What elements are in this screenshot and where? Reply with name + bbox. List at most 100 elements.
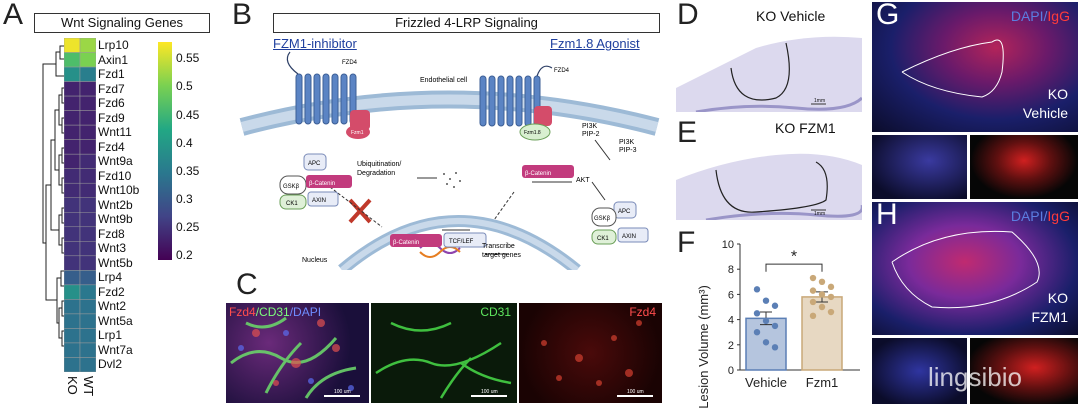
fzm1-group-line2: FZM1: [1031, 309, 1068, 325]
heatmap-dendrogram: [42, 45, 64, 347]
pathway-gsk: GSKβ: [283, 184, 300, 190]
heatmap-cell: [79, 139, 96, 155]
heatmap-cell: [64, 255, 81, 271]
fzm1-stain-label: DAPI/IgG: [1010, 208, 1070, 224]
pathway-pip3: PIP-3: [619, 147, 637, 154]
heatmap-cell: [79, 153, 96, 169]
fzd4-scale-text: 100 um: [627, 389, 644, 395]
heatmap-cell: [79, 124, 96, 140]
heatmap-row-label: Lrp10: [98, 38, 129, 52]
heatmap-row-label: Wnt5b: [98, 255, 133, 270]
heatmap-col-wt: WT: [81, 376, 96, 397]
pathway-fzd4-right: FZD4: [554, 68, 570, 74]
heatmap-cell: [64, 313, 81, 329]
heatmap-cell: [79, 212, 96, 228]
data-point: [818, 278, 826, 285]
panel-h-letter: H: [876, 202, 898, 231]
heatmap-cell: [79, 168, 96, 184]
vehicle-group-line1: KO: [1047, 86, 1068, 102]
ko-vehicle-label: KO Vehicle: [756, 8, 826, 24]
pathway-fzm18: Fzm1.8: [524, 130, 541, 136]
heatmap-cell: [79, 95, 96, 111]
heatmap-cell: [64, 139, 81, 155]
merged-label: Fzd4/CD31/DAPI: [229, 305, 322, 319]
vehicle-scale-text: 1mm: [814, 98, 826, 104]
heatmap-row-label: Wnt10b: [98, 183, 140, 198]
data-point: [762, 297, 770, 304]
panel-g-letter: G: [876, 2, 900, 31]
data-point: [809, 312, 817, 320]
panel-f-letter: F: [677, 226, 696, 259]
vehicle-group-line2: Vehicle: [1022, 105, 1068, 121]
pathway-bcat: β-Catenin: [309, 181, 335, 187]
heatmap-row-label: Lrp4: [98, 270, 123, 285]
merged-scalebar: [324, 395, 360, 397]
y-tick-label: 4: [728, 315, 734, 327]
ihc-fzm1-main: H DAPI/IgG KO FZM1: [872, 202, 1078, 335]
y-axis-label: Lesion Volume (mm³): [696, 285, 711, 409]
heatmap-cell: [79, 110, 96, 126]
heatmap-cell: [79, 182, 96, 198]
heatmap-cell: [79, 66, 96, 82]
significance-bracket: [765, 263, 823, 272]
heatmap-cell: [64, 270, 81, 286]
heatmap-cell: [64, 52, 81, 68]
brain-section-fzm1: [676, 153, 862, 220]
pathway-ubiq: Ubiquitination/: [357, 161, 401, 168]
fzd4-scalebar: [617, 395, 653, 397]
pathway-inhibitor-label: FZM1-inhibitor: [273, 36, 357, 51]
heatmap-row-label: Fzd1: [98, 67, 125, 82]
y-tick-label: 2: [728, 340, 734, 352]
heatmap-cell: [79, 299, 96, 315]
heatmap-cell: [79, 284, 96, 300]
y-tick-label: 10: [722, 239, 734, 251]
heatmap-row-label: Wnt2b: [98, 197, 133, 212]
panel-b-letter: B: [232, 0, 253, 31]
data-point: [753, 329, 761, 336]
heatmap-cell: [79, 52, 96, 68]
heatmap-cell: [64, 284, 81, 300]
pathway-pi3k-2: PI3K: [619, 139, 635, 146]
heatmap-cell: [64, 212, 81, 228]
data-point: [827, 308, 835, 316]
micrograph-cd31: CD31 100 um: [371, 303, 517, 403]
brain-section-vehicle: [676, 36, 862, 112]
heatmap-row-label: Fzd9: [98, 110, 125, 125]
heatmap-row-label: Fzd4: [98, 139, 125, 154]
data-point: [818, 303, 826, 311]
y-tick-label: 6: [728, 289, 734, 301]
colorbar-ticks: 0.55 0.5 0.45 0.4 0.35 0.3 0.25 0.2: [176, 51, 200, 262]
heatmap-row-label: Wnt11: [98, 125, 132, 140]
micrograph-fzd4: Fzd4 100 um: [519, 303, 662, 403]
heatmap-cell: [64, 95, 81, 111]
ihc-fzm1-inset-igg: [970, 338, 1078, 404]
ihc-vehicle-inset-dapi: [872, 135, 967, 199]
heatmap-row-label: Dvl2: [98, 357, 123, 372]
fzd4-label: Fzd4: [629, 305, 656, 319]
heatmap-cell: [64, 299, 81, 315]
pathway-diagram: FZD4 FZD4 Endothelial cell Fzm1 Fzm1.8 P…: [239, 51, 660, 270]
heatmap-cell: [64, 38, 81, 53]
panel-d-letter: D: [677, 0, 699, 31]
pathway-ck1: CK1: [286, 201, 298, 207]
pathway-tcf: TCF/LEF: [449, 239, 474, 245]
heatmap-row-label: Wnt2: [98, 299, 127, 314]
data-point: [771, 322, 779, 330]
pathway-axin2: AXIN: [622, 234, 636, 240]
ihc-fzm1-inset-dapi: [872, 338, 967, 404]
pathway-gsk2: GSKβ: [594, 216, 611, 222]
heatmap-cell: [79, 226, 96, 242]
cd31-scale-text: 100 um: [481, 389, 498, 395]
heatmap-cell: [64, 197, 81, 213]
heatmap-cell: [79, 241, 96, 257]
micrograph-merged: Fzd4/CD31/DAPI 100 um: [226, 303, 369, 403]
pathway-endothelial: Endothelial cell: [420, 77, 468, 84]
data-point: [827, 283, 835, 291]
pathway-bcat-nuc: β-Catenin: [393, 240, 419, 246]
pathway-degr: Degradation: [357, 170, 395, 177]
pathway-axin: AXIN: [312, 198, 326, 204]
pathway-title: Frizzled 4-LRP Signaling: [273, 13, 660, 33]
heatmap-title: Wnt Signaling Genes: [34, 13, 210, 33]
heatmap-cell: [79, 357, 96, 372]
